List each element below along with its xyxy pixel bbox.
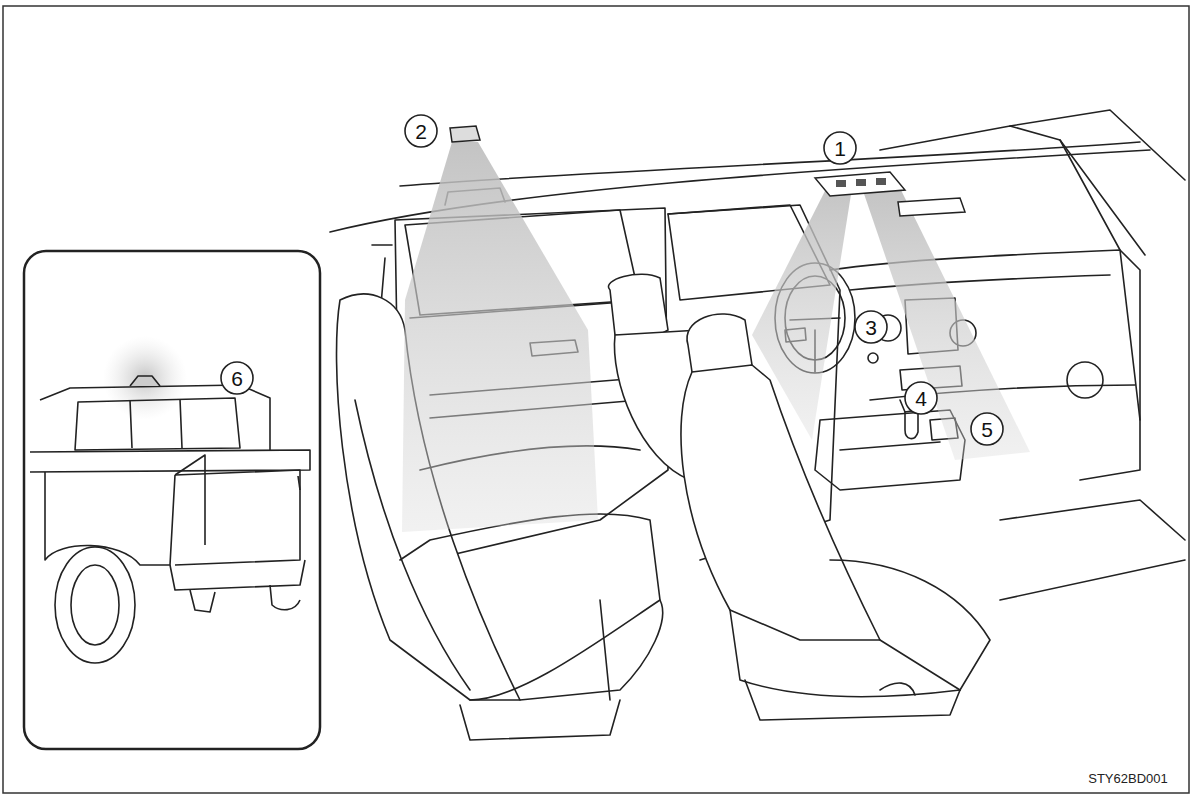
callout-number: 2 (415, 121, 427, 142)
callout-number: 1 (834, 138, 846, 159)
callout-number: 5 (981, 419, 993, 440)
light-cone (402, 142, 598, 532)
callout-number: 4 (915, 388, 927, 409)
cargo-lamp-glow (103, 336, 187, 420)
callout-number: 3 (865, 317, 877, 338)
console-button (856, 179, 866, 186)
cab-line-art (330, 110, 1185, 740)
console-button (876, 178, 886, 185)
rear-view-mirror (898, 198, 965, 216)
overhead-console (815, 172, 905, 196)
inset-frame (24, 251, 320, 749)
callout-circles (221, 115, 1003, 445)
rear-interior-lamp (450, 126, 480, 142)
truck-rear-art (30, 376, 310, 663)
console-button (836, 180, 846, 187)
frame (3, 6, 1189, 793)
callout-number: 6 (231, 368, 243, 389)
figure-code: STY62BD001 (1088, 772, 1168, 785)
light-cone (752, 185, 852, 440)
